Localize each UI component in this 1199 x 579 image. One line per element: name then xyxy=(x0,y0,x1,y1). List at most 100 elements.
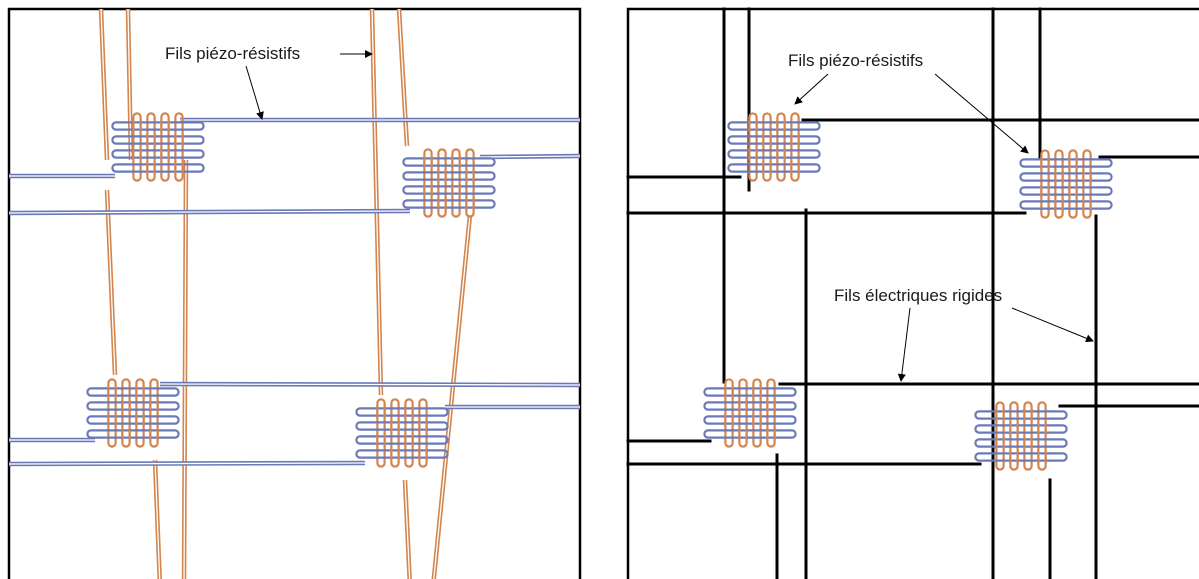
right-panel-frame xyxy=(626,7,1199,579)
copper-loop-a xyxy=(404,398,414,468)
left-copper-wire-core xyxy=(127,8,132,161)
woven-patch-1 xyxy=(111,112,205,182)
right-wires xyxy=(626,7,1199,579)
woven-patch-7 xyxy=(703,378,797,448)
blue-loop-a xyxy=(1019,200,1113,210)
blue-loop-a xyxy=(111,163,205,173)
copper-loop-a xyxy=(423,148,433,218)
copper-loop-a xyxy=(1068,149,1078,219)
copper-loop-a xyxy=(776,112,786,182)
copper-loop-a xyxy=(149,378,159,448)
right-arrow-to-patch-1 xyxy=(794,73,829,105)
left-patches xyxy=(86,112,496,468)
right-patches xyxy=(703,112,1113,471)
blue-loop-a xyxy=(86,429,180,439)
copper-loop-a xyxy=(107,378,117,448)
blue-loop-a xyxy=(402,185,496,195)
woven-patch-2 xyxy=(402,148,496,218)
copper-loop-a xyxy=(135,378,145,448)
left-blue-wire-core xyxy=(159,383,581,386)
blue-loop-a xyxy=(111,149,205,159)
right-arrow-to-rigid-horizontal xyxy=(897,307,911,382)
left-copper-wire-core xyxy=(106,189,116,376)
right-label-rigid-wires: Fils électriques rigides xyxy=(834,286,1002,305)
left-blue-wire-core xyxy=(8,462,366,465)
blue-loop-a xyxy=(727,149,821,159)
copper-loop-a xyxy=(376,398,386,468)
left-label-piezo-wires: Fils piézo-résistifs xyxy=(165,44,300,63)
blue-loop-a xyxy=(974,452,1068,462)
blue-loop-a xyxy=(727,135,821,145)
copper-loop-a xyxy=(1040,149,1050,219)
woven-patch-8 xyxy=(974,401,1068,471)
blue-loop-a xyxy=(355,435,449,445)
right-arrow-to-rigid-vertical xyxy=(1011,307,1094,343)
copper-loop-a xyxy=(995,401,1005,471)
blue-loop-a xyxy=(727,163,821,173)
blue-loop-a xyxy=(703,415,797,425)
left-copper-wire-core xyxy=(404,479,411,579)
blue-loop-a xyxy=(703,401,797,411)
blue-loop-a xyxy=(402,199,496,209)
copper-loop-a xyxy=(451,148,461,218)
copper-loop-a xyxy=(160,112,170,182)
blue-loop-a xyxy=(111,135,205,145)
left-copper-wire-core xyxy=(154,459,161,579)
copper-loop-a xyxy=(724,378,734,448)
copper-loop-a xyxy=(390,398,400,468)
blue-loop-a xyxy=(1019,186,1113,196)
right-arrow-to-patch-2 xyxy=(934,73,1029,154)
woven-patch-6 xyxy=(1019,149,1113,219)
copper-loop-a xyxy=(1054,149,1064,219)
blue-loop-a xyxy=(974,424,1068,434)
blue-loop-a xyxy=(703,387,797,397)
blue-loop-a xyxy=(974,438,1068,448)
blue-loop-a xyxy=(1019,158,1113,168)
left-arrow-to-horizontal-wire xyxy=(245,65,264,120)
blue-loop-a xyxy=(1019,172,1113,182)
copper-loop-a xyxy=(790,112,800,182)
copper-loop-a xyxy=(418,398,428,468)
left-copper-wire-core xyxy=(433,214,471,579)
right-label-piezo-wires: Fils piézo-résistifs xyxy=(788,51,923,70)
copper-loop-a xyxy=(132,112,142,182)
copper-loop-a xyxy=(1037,401,1047,471)
copper-loop-a xyxy=(465,148,475,218)
blue-loop-a xyxy=(355,407,449,417)
left-wires xyxy=(8,8,581,579)
left-copper-wire-core xyxy=(183,159,187,579)
woven-patch-4 xyxy=(355,398,449,468)
blue-loop-a xyxy=(727,121,821,131)
woven-patch-3 xyxy=(86,378,180,448)
right-panel: Fils piézo-résistifs Fils électriques ri… xyxy=(626,7,1199,579)
blue-loop-a xyxy=(703,429,797,439)
blue-loop-a xyxy=(402,157,496,167)
woven-patch-5 xyxy=(727,112,821,182)
left-panel-frame xyxy=(7,7,582,579)
blue-loop-a xyxy=(355,421,449,431)
copper-loop-a xyxy=(1009,401,1019,471)
blue-loop-a xyxy=(86,387,180,397)
copper-loop-a xyxy=(437,148,447,218)
copper-loop-a xyxy=(762,112,772,182)
blue-loop-a xyxy=(86,401,180,411)
copper-loop-a xyxy=(752,378,762,448)
left-panel: Fils piézo-résistifs xyxy=(7,7,582,579)
left-copper-wire-core xyxy=(100,8,108,161)
copper-loop-a xyxy=(121,378,131,448)
copper-loop-a xyxy=(766,378,776,448)
copper-loop-a xyxy=(738,378,748,448)
copper-loop-a xyxy=(174,112,184,182)
left-copper-wire-core xyxy=(398,8,408,147)
copper-loop-a xyxy=(1023,401,1033,471)
blue-loop-a xyxy=(111,121,205,131)
blue-loop-a xyxy=(402,171,496,181)
blue-loop-a xyxy=(974,410,1068,420)
copper-loop-a xyxy=(1082,149,1092,219)
copper-loop-a xyxy=(146,112,156,182)
copper-loop-a xyxy=(748,112,758,182)
left-copper-wire-core xyxy=(371,8,382,396)
blue-loop-a xyxy=(355,449,449,459)
left-blue-wire-core xyxy=(8,210,411,214)
